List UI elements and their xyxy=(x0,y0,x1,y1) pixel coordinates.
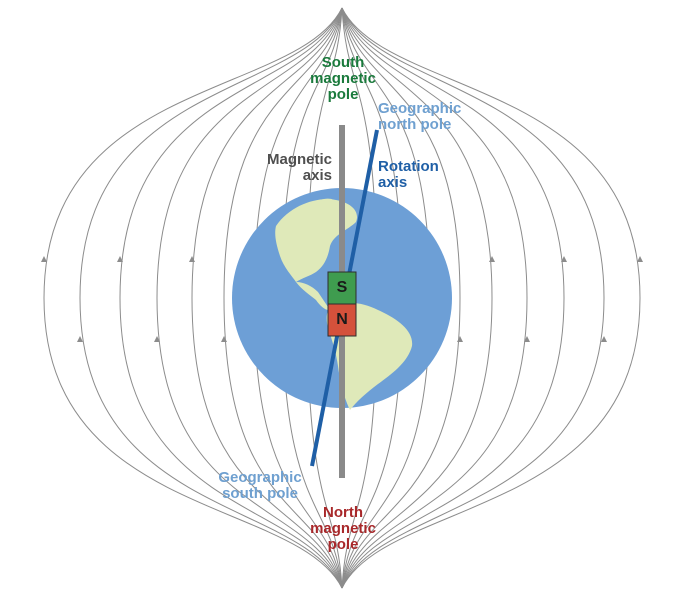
north-magnetic-pole-line-1: North xyxy=(323,504,363,521)
geographic-south-pole-line-2: south pole xyxy=(222,485,298,502)
field-arrow-icon xyxy=(601,336,607,342)
rotation-axis-line-1: Rotation xyxy=(378,158,439,175)
field-line xyxy=(156,7,343,589)
rotation-axis-line-2: axis xyxy=(378,174,408,191)
field-arrow-icon xyxy=(637,256,643,262)
central-america xyxy=(296,282,330,311)
geographic-south-pole-label: Geographic south pole xyxy=(210,470,310,502)
magnet-north-block xyxy=(327,303,357,337)
magnet-south-block xyxy=(327,271,357,305)
field-line xyxy=(341,7,641,589)
field-line xyxy=(223,7,343,589)
south-magnetic-pole-line-1: South xyxy=(321,54,365,71)
magnet-north-letter: N xyxy=(336,311,348,328)
south-magnetic-pole-line-3: pole xyxy=(327,86,359,103)
bar-magnet xyxy=(327,271,357,337)
field-arrow-icon xyxy=(524,336,530,342)
south-magnetic-pole-label: South magnetic pole xyxy=(296,55,390,103)
field-arrow-icon xyxy=(221,336,227,342)
greenland xyxy=(311,198,339,213)
north-magnetic-pole-line-2: magnetic xyxy=(310,520,376,537)
north-magnetic-pole-label: North magnetic pole xyxy=(296,505,390,553)
geographic-north-pole-label: Geographic north pole xyxy=(378,101,461,133)
magnetic-axis-line-2: axis xyxy=(302,167,332,184)
field-line xyxy=(341,7,565,589)
north-america xyxy=(275,199,358,282)
field-line xyxy=(341,7,493,589)
field-arrow-icon xyxy=(154,336,160,342)
geographic-north-pole-line-2: north pole xyxy=(378,116,452,133)
field-line xyxy=(341,7,461,589)
south-magnetic-pole-line-2: magnetic xyxy=(310,70,376,87)
field-line xyxy=(43,7,343,589)
field-arrow-icon xyxy=(489,256,495,262)
field-arrow-icon xyxy=(77,336,83,342)
rotation-axis-label: Rotation axis xyxy=(378,159,439,191)
field-arrow-icon xyxy=(457,336,463,342)
field-arrow-icon xyxy=(189,256,195,262)
geographic-north-pole-line-1: Geographic xyxy=(378,100,462,117)
field-line xyxy=(341,7,605,589)
field-line xyxy=(341,7,528,589)
magnet-south-letter: S xyxy=(336,279,348,296)
magnetic-axis-label: Magnetic axis xyxy=(244,152,332,184)
field-arrow-icon xyxy=(117,256,123,262)
field-line xyxy=(79,7,343,589)
field-lines xyxy=(41,7,643,589)
field-line xyxy=(119,7,343,589)
north-magnetic-pole-line-3: pole xyxy=(327,536,359,553)
field-line xyxy=(191,7,343,589)
geographic-south-pole-line-1: Geographic xyxy=(218,469,302,486)
field-arrow-icon xyxy=(41,256,47,262)
field-arrow-icon xyxy=(561,256,567,262)
magnetic-axis-line-1: Magnetic xyxy=(266,151,332,168)
